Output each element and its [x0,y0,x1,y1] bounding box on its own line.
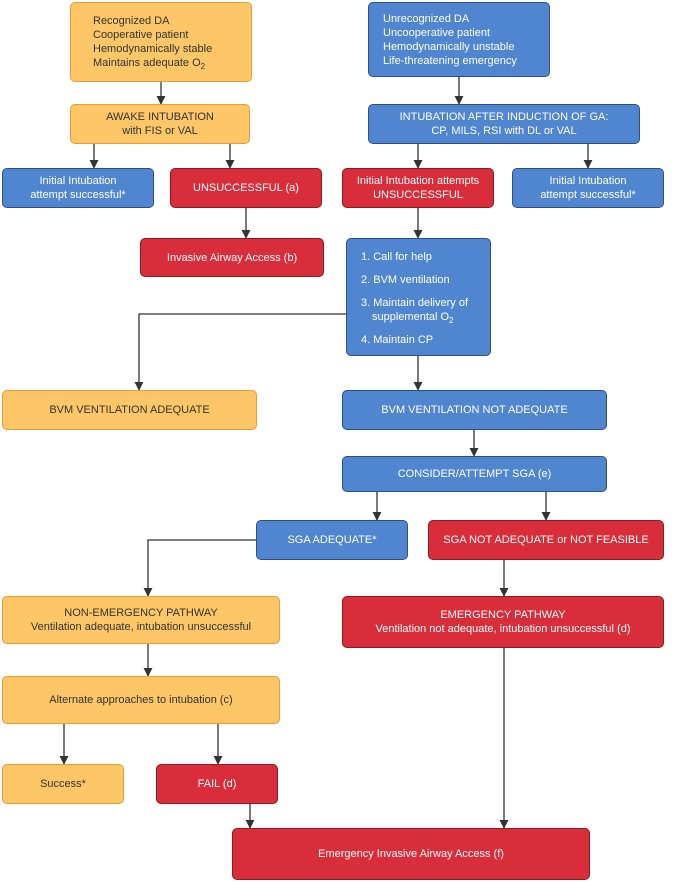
induction-line-2: CP, MILS, RSI with DL or VAL [431,125,577,137]
invasive-airway-b-box: Invasive Airway Access (b) [140,238,324,277]
recognized-da-box: Recognized DA Cooperative patient Hemody… [70,2,252,82]
bvm-adequate-label: BVM VENTILATION ADEQUATE [49,404,210,416]
success-left-line-1: Initial Intubation [39,175,117,187]
alternate-label: Alternate approaches to intubation (c) [49,694,233,706]
emergency-invasive-airway-box: Emergency Invasive Airway Access (f) [232,828,590,880]
recognized-line-1: Recognized DA [93,15,170,27]
initial-intubation-success-left-box: Initial Intubation attempt successful* [2,168,154,208]
awake-intubation-box: AWAKE INTUBATION with FIS or VAL [70,104,250,144]
step-maintain-delivery: 3. Maintain delivery of supplemental O2 [361,297,468,326]
bvm-not-adequate-label: BVM VENTILATION NOT ADEQUATE [381,404,568,416]
step-bvm-ventilation: 2. BVM ventilation [361,274,450,286]
success-left-line-2: attempt successful* [30,189,126,201]
non-emergency-line-2: Ventilation adequate, intubation unsucce… [30,621,252,633]
recognized-line-2: Cooperative patient [93,29,189,41]
unsuccessful-a-label: UNSUCCESSFUL (a) [193,182,299,194]
rescue-steps-box: 1. Call for help 2. BVM ventilation 3. M… [346,238,491,356]
emergency-invasive-label: Emergency Invasive Airway Access (f) [318,848,504,860]
fail-d-label: FAIL (d) [197,778,237,790]
awake-line-1: AWAKE INTUBATION [106,111,214,123]
awake-line-2: with FIS or VAL [122,125,198,137]
initial-intubation-success-right-box: Initial Intubation attempt successful* [512,168,664,208]
induction-line-1: INTUBATION AFTER INDUCTION OF GA: [399,111,609,123]
step-maintain-cp: 4. Maintain CP [361,334,434,346]
emergency-pathway-box: EMERGENCY PATHWAY Ventilation not adequa… [342,596,664,648]
sga-not-adequate-box: SGA NOT ADEQUATE or NOT FEASIBLE [428,520,664,560]
success-right-line-1: Initial Intubation [549,175,627,187]
induction-intubation-box: INTUBATION AFTER INDUCTION OF GA: CP, MI… [368,104,640,144]
non-emergency-pathway-box: NON-EMERGENCY PATHWAY Ventilation adequa… [2,596,280,644]
sga-not-adequate-label: SGA NOT ADEQUATE or NOT FEASIBLE [443,534,649,546]
unrecognized-da-box: Unrecognized DA Uncooperative patient He… [368,2,550,77]
initial-unsuccessful-line-2: UNSUCCESSFUL [373,189,463,201]
initial-unsuccessful-line-1: Initial Intubation attempts [356,175,480,187]
step-o2-subscript: 2 [449,316,454,326]
connector-sga-adequate-to-non-emergency [143,539,256,597]
success-label: Success* [40,778,86,790]
bvm-ventilation-not-adequate-box: BVM VENTILATION NOT ADEQUATE [342,390,607,430]
unrecognized-line-4: Life-threatening emergency [383,54,517,67]
success-right-line-2: attempt successful* [540,189,636,201]
unrecognized-line-1: Unrecognized DA [383,12,470,25]
consider-sga-box: CONSIDER/ATTEMPT SGA (e) [342,456,607,492]
fail-d-box: FAIL (d) [156,764,278,804]
emergency-line-2: Ventilation not adequate, intubation uns… [375,623,631,635]
success-box: Success* [2,764,124,804]
bvm-ventilation-adequate-box: BVM VENTILATION ADEQUATE [2,390,257,430]
non-emergency-line-1: NON-EMERGENCY PATHWAY [64,607,218,619]
unrecognized-line-2: Uncooperative patient [383,26,491,39]
recognized-line-4: Maintains adequate O2 [93,57,206,72]
unsuccessful-a-box: UNSUCCESSFUL (a) [170,168,322,208]
emergency-line-1: EMERGENCY PATHWAY [440,609,566,621]
sga-adequate-label: SGA ADEQUATE* [287,534,377,546]
sga-adequate-box: SGA ADEQUATE* [256,520,408,560]
invasive-b-label: Invasive Airway Access (b) [166,251,298,264]
connector-steps-to-bvm-adequate [134,313,346,391]
alternate-approaches-box: Alternate approaches to intubation (c) [2,676,280,724]
recognized-line-3: Hemodynamically stable [93,43,213,55]
initial-intubation-unsuccessful-box: Initial Intubation attempts UNSUCCESSFUL [342,168,494,208]
recognized-o2-subscript: 2 [200,62,206,72]
step-call-for-help: 1. Call for help [361,251,432,263]
unrecognized-line-3: Hemodynamically unstable [383,40,515,53]
consider-sga-label: CONSIDER/ATTEMPT SGA (e) [397,468,552,480]
rescue-steps-list: 1. Call for help 2. BVM ventilation 3. M… [347,247,490,347]
